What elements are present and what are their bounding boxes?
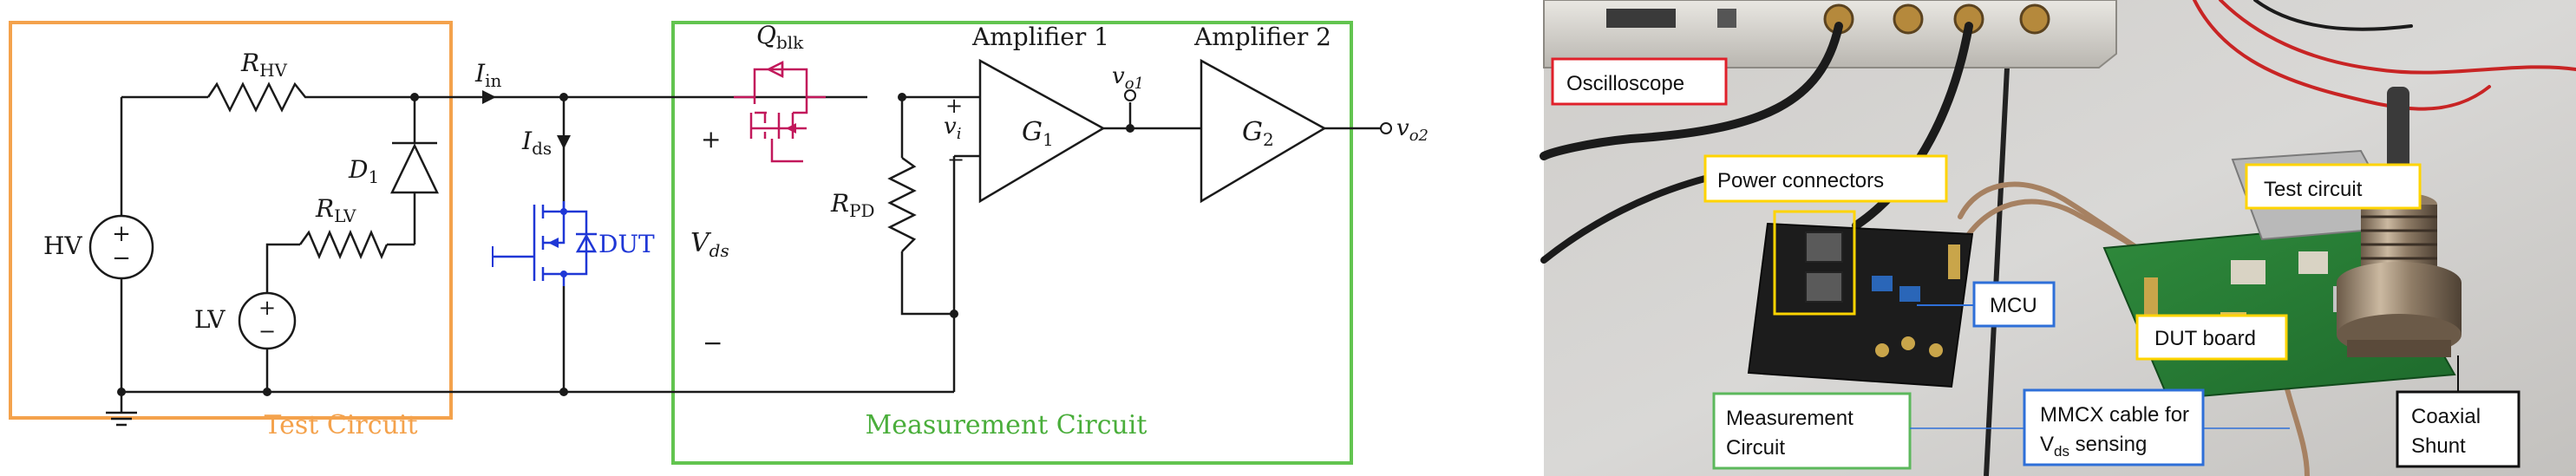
svg-text:MCU: MCU [1990, 294, 2037, 317]
oscilloscope-port [1717, 9, 1736, 28]
measurement-circuit-label: Measurement Circuit [866, 410, 1147, 440]
svg-text:Power connectors: Power connectors [1717, 169, 1884, 192]
vo1-label: vo1 [1112, 63, 1144, 93]
i-ds-arrow [557, 135, 571, 149]
cables [1540, 0, 2576, 476]
dut-label: DUT [598, 230, 655, 258]
svg-text:DUT board: DUT board [2154, 327, 2256, 350]
i-ds-label: Ids [521, 127, 552, 159]
r-hv-resistor [206, 82, 312, 113]
vo2-terminal [1380, 122, 1392, 134]
label-dut-board: DUT board [2135, 314, 2288, 361]
label-measurement-circuit: Measurement Circuit [1712, 392, 1912, 470]
dut-body-diode [575, 233, 598, 253]
junction-dots [117, 93, 1134, 396]
svg-text:+: + [258, 296, 276, 320]
svg-text:Measurement: Measurement [1726, 407, 1854, 430]
vi-plus: + [945, 94, 963, 118]
svg-text:MMCX cable for: MMCX cable for [2040, 403, 2189, 427]
photo-panel: Oscilloscope Power connectors MCU Test c… [1540, 0, 2576, 476]
dut-dots [560, 208, 567, 277]
r-lv-label: RLV [315, 194, 356, 226]
test-circuit-box [9, 21, 453, 420]
amplifier-2-triangle [1200, 58, 1327, 204]
board-components [1872, 245, 1960, 357]
svg-text:Vds sensing: Vds sensing [2040, 433, 2147, 460]
v-i-label: vi [944, 114, 961, 143]
amplifier-2-title: Amplifier 2 [1193, 23, 1331, 51]
v-ds-label: Vds [690, 228, 729, 261]
lv-label: LV [194, 305, 226, 334]
vds-plus: + [701, 125, 721, 153]
amplifier-1-title: Amplifier 1 [971, 23, 1109, 51]
svg-text:+: + [112, 221, 131, 247]
r-hv-label: RHV [240, 49, 288, 81]
measurement-circuit-box [671, 21, 1353, 465]
svg-text:−: − [112, 245, 131, 271]
wires [120, 95, 1381, 394]
svg-text:Circuit: Circuit [1726, 436, 1785, 460]
label-oscilloscope: Oscilloscope [1551, 57, 1728, 106]
q-blk-label: Qblk [756, 21, 804, 53]
vo2-label: vo2 [1396, 115, 1429, 145]
dut-mosfet [492, 201, 597, 286]
lv-source: + − [238, 291, 297, 350]
g1-label: G1 [1022, 117, 1054, 150]
svg-text:Oscilloscope: Oscilloscope [1566, 72, 1684, 95]
label-mmcx-cable: MMCX cable for Vds sensing [1910, 388, 2290, 466]
vi-minus: − [947, 147, 964, 172]
hv-label: HV [43, 231, 82, 260]
dut-arrow [548, 238, 559, 248]
svg-text:Test circuit: Test circuit [2264, 178, 2363, 201]
amplifier-1-triangle [978, 58, 1106, 204]
svg-text:Coaxial: Coaxial [2411, 405, 2481, 428]
r-lv-resistor [298, 229, 389, 260]
d1-label: D1 [348, 155, 379, 187]
vo1-terminal [1124, 89, 1136, 101]
bnc-connectors [1823, 3, 2050, 35]
schematic: Test Circuit Measurement Circuit [9, 21, 1429, 465]
label-test-circuit: Test circuit [2245, 163, 2422, 210]
hv-source: + − [88, 214, 154, 280]
oscilloscope-slot [1606, 9, 1676, 28]
table-seam [1984, 0, 2013, 476]
qblk-arrow [786, 123, 796, 134]
r-pd-resistor [887, 156, 917, 252]
svg-text:Shunt: Shunt [2411, 434, 2466, 458]
ground-symbol [106, 392, 137, 427]
test-circuit-label: Test Circuit [264, 410, 417, 440]
measurement-board [1747, 222, 1974, 388]
i-in-arrow [482, 90, 496, 104]
qblk-mosfet [734, 60, 826, 163]
label-mcu: MCU [1917, 281, 2056, 328]
r-pd-label: RPD [830, 189, 875, 221]
svg-text:−: − [258, 319, 276, 343]
d1-diode [390, 141, 439, 194]
label-coaxial-shunt: Coaxial Shunt [2396, 355, 2520, 468]
power-connector-jacks [1805, 231, 1843, 303]
i-in-label: Iin [474, 59, 501, 91]
label-power-connectors: Power connectors [1703, 154, 1948, 316]
g2-label: G2 [1242, 117, 1274, 150]
vds-minus: − [703, 329, 722, 357]
